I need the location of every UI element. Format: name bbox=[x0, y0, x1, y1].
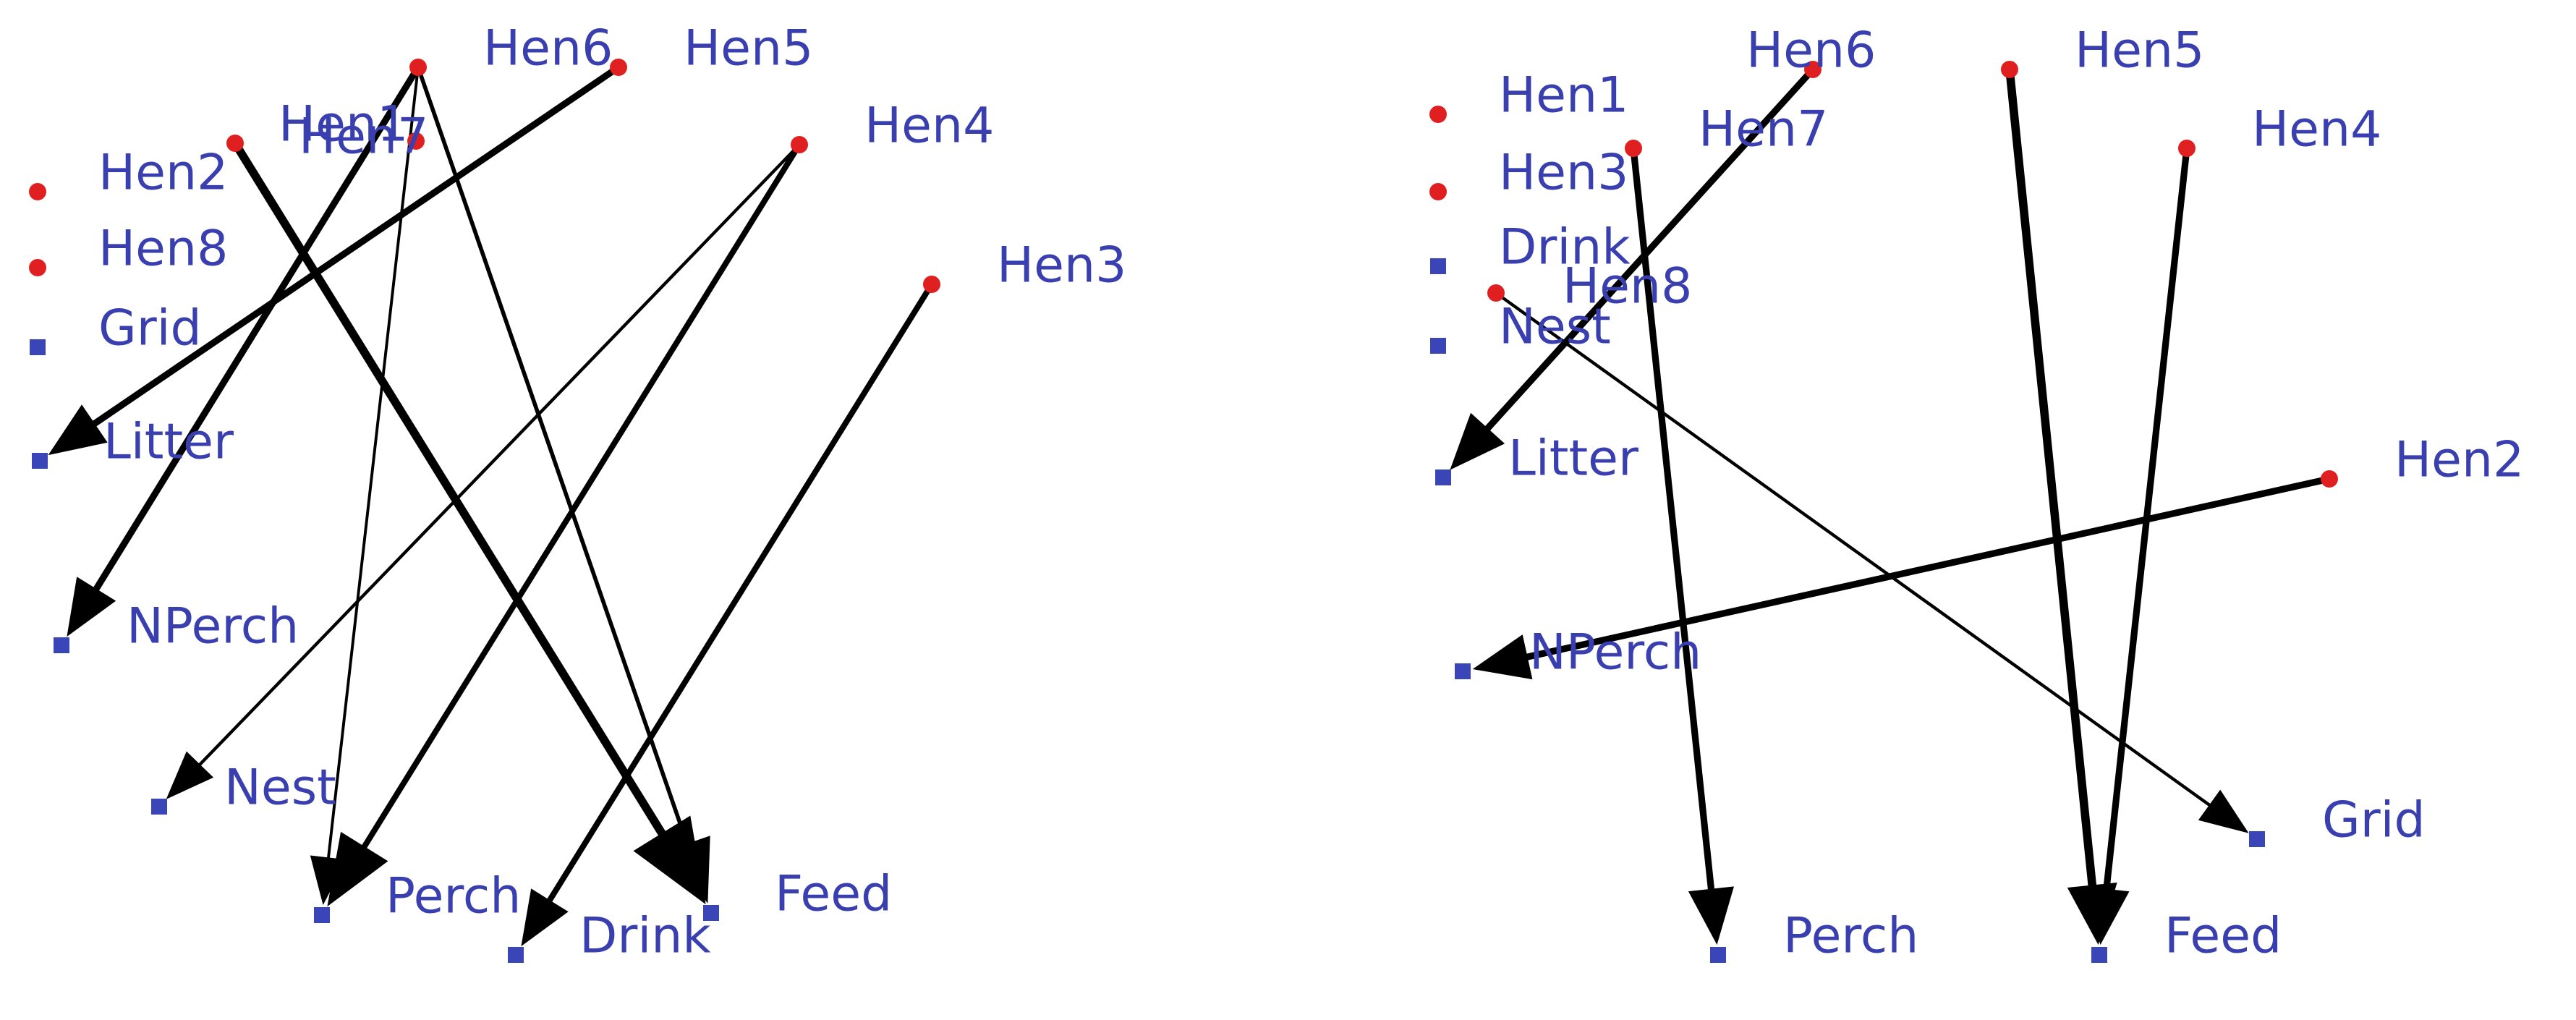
node-hen8-label: Hen8 bbox=[98, 221, 228, 278]
edge-hen6-litter-arrowhead bbox=[1450, 412, 1505, 470]
node-drink-marker bbox=[508, 947, 524, 963]
node-drink-label: Drink bbox=[579, 908, 711, 965]
edges bbox=[48, 64, 935, 947]
node-feed-label: Feed bbox=[775, 866, 892, 923]
node-hen3-marker bbox=[1429, 183, 1447, 200]
node-hen3-label: Hen3 bbox=[997, 237, 1126, 294]
node-hen4-label: Hen4 bbox=[864, 98, 994, 155]
edge-hen7-perch bbox=[1630, 148, 1715, 891]
node-perch-marker bbox=[1710, 947, 1726, 963]
network-diagram-right: Hen1Hen3DrinkNestHen8LitterNPerchHen7Hen… bbox=[1429, 22, 2524, 965]
node-hen1-label: Hen1 bbox=[1499, 67, 1628, 124]
node-hen5-marker bbox=[610, 59, 627, 76]
edge-hen4-nest bbox=[197, 143, 801, 767]
edge-hen6-perch bbox=[326, 67, 420, 859]
node-perch-marker bbox=[314, 907, 330, 923]
node-nest-label: Nest bbox=[1499, 299, 1611, 356]
node-hen7-marker bbox=[1625, 140, 1642, 157]
node-hen4-marker bbox=[791, 136, 808, 153]
node-nperch-label: NPerch bbox=[1529, 624, 1701, 681]
node-hen1-marker bbox=[226, 135, 244, 152]
edge-hen6-litter bbox=[1484, 67, 1816, 432]
node-nest-marker bbox=[1430, 338, 1446, 354]
nodes: Hen1Hen3DrinkNestHen8LitterNPerchHen7Hen… bbox=[1429, 22, 2524, 965]
node-hen2-marker bbox=[29, 183, 46, 200]
node-feed-marker bbox=[703, 905, 719, 921]
edge-hen7-perch-arrowhead bbox=[1688, 886, 1734, 945]
edge-hen6-feed-arrowhead bbox=[664, 836, 710, 904]
node-hen2-label: Hen2 bbox=[98, 145, 228, 202]
edge-hen5-feed bbox=[2005, 69, 2097, 888]
node-hen4-label: Hen4 bbox=[2252, 101, 2381, 158]
node-hen6-marker bbox=[1804, 61, 1822, 78]
nodes: Hen1Hen2Hen8GridLitterNPerchNestPerchDri… bbox=[29, 20, 1126, 965]
edge-hen4-perch-arrowhead bbox=[327, 831, 388, 907]
node-hen7-marker bbox=[407, 132, 425, 150]
node-hen5-marker bbox=[2001, 61, 2018, 78]
node-grid-marker bbox=[2249, 831, 2265, 847]
edge-hen3-drink-arrowhead bbox=[521, 888, 569, 947]
node-hen6-label: Hen6 bbox=[483, 20, 613, 77]
node-hen6-marker bbox=[409, 59, 427, 76]
edges bbox=[1450, 67, 2330, 945]
edge-hen4-nest-arrowhead bbox=[166, 751, 214, 799]
node-drink-label: Drink bbox=[1499, 219, 1631, 276]
node-feed-marker bbox=[2091, 947, 2107, 963]
edge-hen2-nperch-arrowhead bbox=[1472, 634, 1533, 680]
node-hen3-label: Hen3 bbox=[1499, 145, 1628, 202]
node-hen2-marker bbox=[2321, 470, 2338, 488]
node-hen8-marker bbox=[1487, 284, 1505, 302]
node-hen4-marker bbox=[2178, 140, 2195, 157]
node-hen6-label: Hen6 bbox=[1746, 22, 1876, 80]
node-nest-marker bbox=[151, 799, 167, 815]
node-grid-label: Grid bbox=[2322, 792, 2426, 849]
node-feed-label: Feed bbox=[2164, 908, 2282, 965]
edge-hen6-nperch-arrowhead bbox=[67, 577, 116, 637]
edge-hen8-grid bbox=[1495, 292, 2211, 807]
node-litter-marker bbox=[32, 453, 48, 469]
node-hen7-label: Hen7 bbox=[1699, 101, 1828, 158]
node-hen5-label: Hen5 bbox=[2075, 22, 2204, 80]
node-nperch-marker bbox=[54, 637, 69, 653]
node-hen3-marker bbox=[923, 276, 940, 293]
node-perch-label: Perch bbox=[386, 868, 521, 925]
edge-hen4-feed-arrowhead bbox=[2083, 886, 2130, 945]
node-litter-label: Litter bbox=[103, 414, 234, 471]
node-perch-label: Perch bbox=[1783, 908, 1918, 965]
edge-hen5-litter bbox=[91, 64, 621, 428]
node-litter-label: Litter bbox=[1508, 430, 1638, 488]
node-hen5-label: Hen5 bbox=[684, 20, 813, 77]
node-hen8-marker bbox=[29, 259, 46, 276]
node-nest-label: Nest bbox=[224, 760, 336, 817]
edge-hen8-grid-arrowhead bbox=[2198, 789, 2249, 833]
node-grid-marker bbox=[30, 339, 46, 355]
edge-hen6-feed bbox=[416, 67, 690, 846]
network-diagram-left: Hen1Hen2Hen8GridLitterNPerchNestPerchDri… bbox=[29, 20, 1126, 965]
edge-hen2-nperch bbox=[1525, 475, 2330, 661]
edge-hen4-perch bbox=[361, 143, 802, 849]
edge-hen5-litter-arrowhead bbox=[48, 404, 108, 456]
node-hen1-label: Hen1 bbox=[279, 96, 408, 153]
node-hen7-label: Hen7 bbox=[299, 109, 428, 166]
edge-hen1-feed bbox=[231, 140, 666, 837]
edge-hen3-drink bbox=[546, 282, 935, 904]
node-litter-marker bbox=[1435, 469, 1451, 485]
node-grid-label: Grid bbox=[98, 300, 202, 357]
edge-hen1-feed-arrowhead bbox=[633, 815, 706, 905]
node-nperch-label: NPerch bbox=[127, 598, 299, 655]
edge-hen6-nperch bbox=[93, 65, 421, 592]
node-hen8-label: Hen8 bbox=[1563, 258, 1692, 315]
node-drink-marker bbox=[1430, 258, 1446, 274]
node-hen1-marker bbox=[1429, 106, 1447, 123]
node-nperch-marker bbox=[1455, 663, 1471, 679]
node-hen2-label: Hen2 bbox=[2394, 432, 2524, 489]
